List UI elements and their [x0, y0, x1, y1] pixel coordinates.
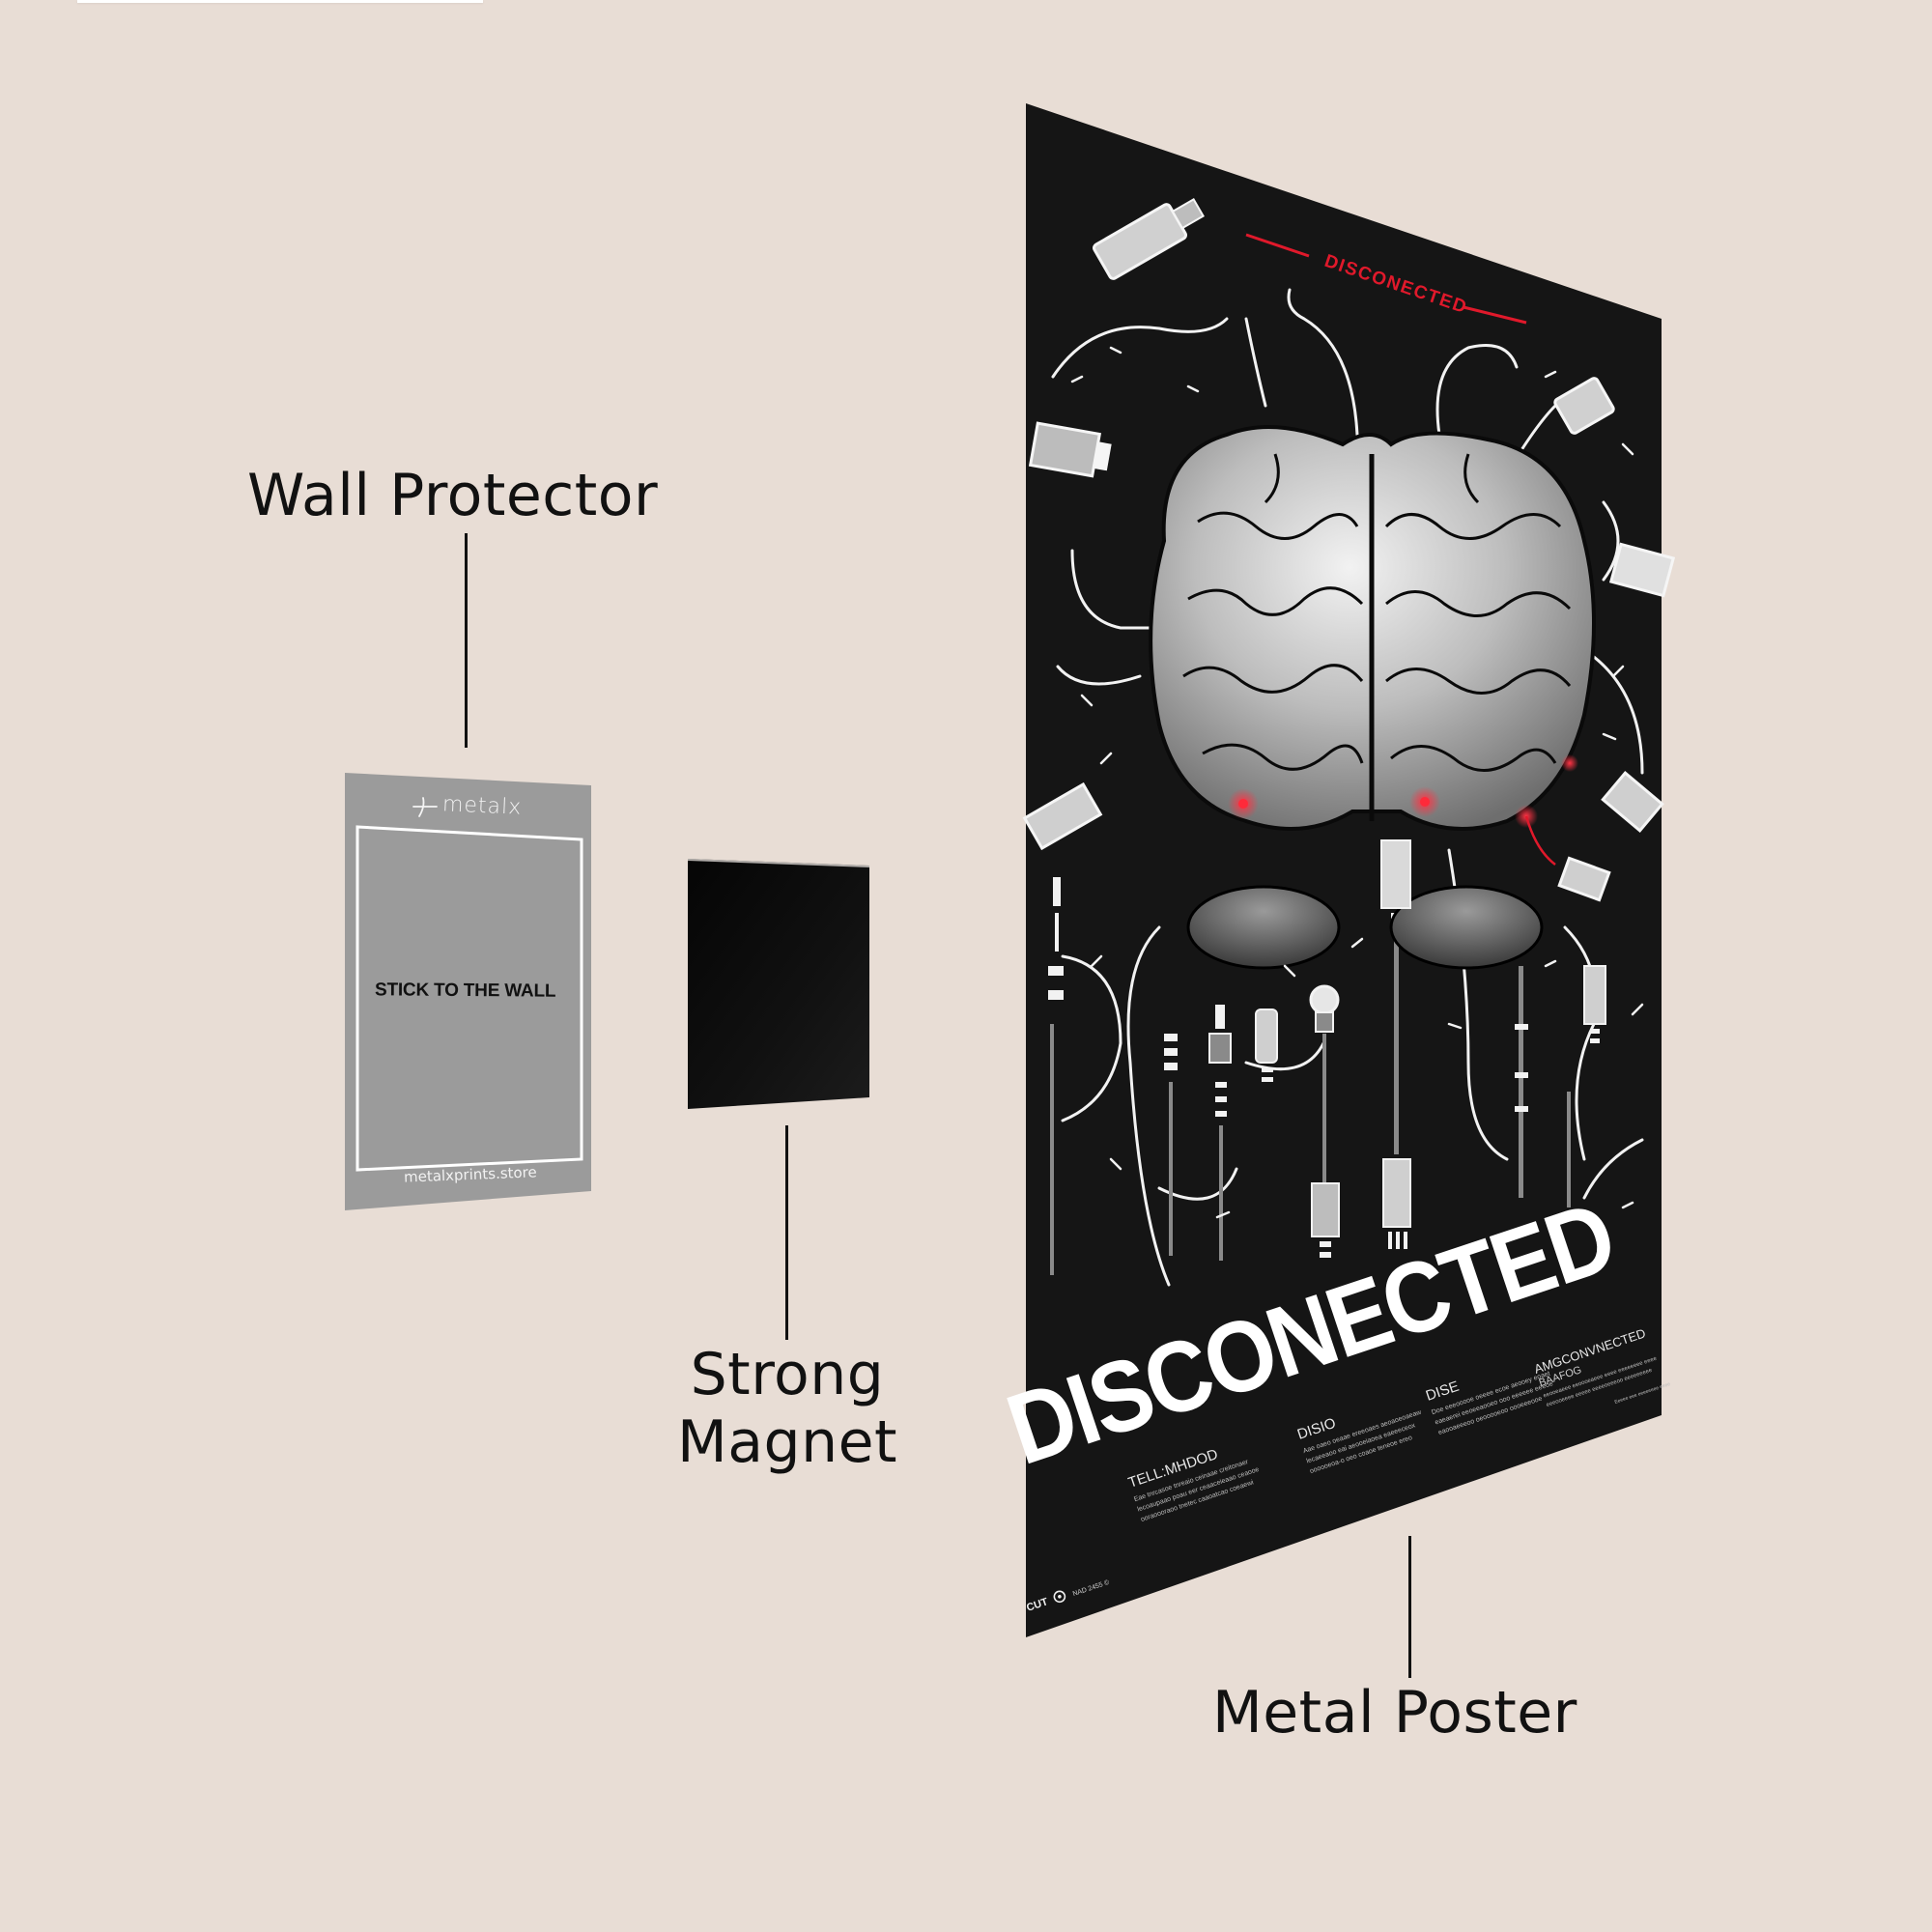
magnet-edge-highlight — [688, 859, 869, 867]
wall-protector-frame — [355, 825, 583, 1172]
speckle-dashes — [1070, 346, 1644, 1219]
strong-magnet-label-line1: Strong — [690, 1341, 885, 1408]
top-title-rule-left — [1245, 233, 1310, 258]
connector-columns — [1048, 839, 1606, 1275]
top-title-rule-right — [1463, 305, 1527, 325]
metalx-logo-icon — [412, 797, 438, 817]
wall-protector-brand: metalx — [441, 792, 523, 820]
cables-illustration — [1051, 288, 1644, 1287]
strong-magnet-plate — [688, 859, 869, 1109]
wall-protector-instruction: STICK TO THE WALL — [374, 980, 556, 1002]
wall-protector-plate — [345, 773, 591, 1210]
target-circle-icon — [1053, 1590, 1066, 1604]
metal-poster-leader-line — [1408, 1536, 1411, 1678]
wall-protector — [345, 773, 591, 1210]
wall-protector-leader-line — [465, 533, 468, 748]
metal-poster-label: Metal Poster — [1212, 1679, 1577, 1747]
top-strip — [77, 0, 483, 3]
strong-magnet-leader-line — [785, 1125, 788, 1340]
brain-illustration — [1149, 425, 1596, 970]
strong-magnet-label: Strong Magnet — [667, 1343, 908, 1474]
wall-protector-label: Wall Protector — [247, 462, 659, 529]
metal-poster: DISCONECTED DISCONECTED TELL:MHDOD Eae t… — [994, 103, 1676, 1637]
side-connectors — [1022, 197, 1676, 902]
strong-magnet-label-line2: Magnet — [676, 1408, 898, 1476]
